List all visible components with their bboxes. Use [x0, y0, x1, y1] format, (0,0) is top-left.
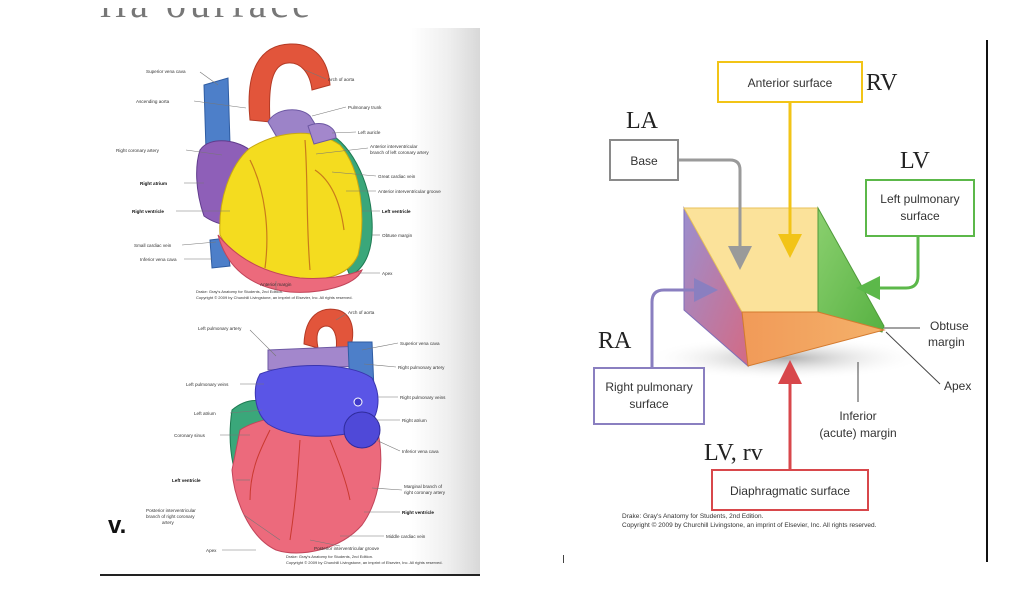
label-ascending-aorta: Ascending aorta [136, 99, 170, 104]
roman-numeral-label: v. [108, 512, 127, 539]
left-pulmonary-text-2: surface [900, 209, 940, 223]
right-pulmonary-arrow [650, 278, 718, 380]
left-pulmonary-text-1: Left pulmonary [880, 192, 959, 206]
label-left-pulmonary-veins: Left pulmonary veins [186, 382, 229, 387]
label-branch-left-coronary: branch of left coronary artery [370, 150, 429, 155]
label-anterior-interventricular-groove: Anterior interventricular groove [378, 189, 441, 194]
label-left-atrium: Left atrium [194, 411, 216, 416]
posterior-credit-line-2: Copyright © 2009 by Churchill Livingston… [286, 560, 443, 565]
label-apex: Apex [382, 271, 393, 276]
label-obtuse-margin: Obtuse margin [382, 233, 413, 238]
label-apex-post: Apex [206, 548, 217, 553]
label-right-coronary-artery: Right coronary artery [116, 148, 160, 153]
coronary-branches [249, 139, 345, 271]
posterior-aortic-arch [303, 308, 354, 351]
label-left-pulmonary-artery: Left pulmonary artery [198, 326, 242, 331]
anterior-credit-line-2: Copyright © 2009 by Churchill Livingston… [196, 295, 353, 300]
left-auricle [307, 123, 337, 145]
anterior-heart-figure: Superior vena cava Ascending aorta Right… [116, 43, 441, 300]
label-rv: RV [866, 70, 898, 96]
tick-mark [563, 555, 564, 563]
posterior-heart-figure: Left pulmonary artery Left pulmonary vei… [146, 308, 446, 565]
posterior-leader-lines [220, 313, 403, 551]
label-right-ventricle-post: Right ventricle [402, 510, 434, 515]
anterior-credit-line-1: Drake: Gray's Anatomy for Students, 2nd … [196, 289, 283, 294]
label-small-cardiac-vein: Small cardiac vein [134, 243, 172, 248]
label-pulmonary-trunk: Pulmonary trunk [348, 105, 382, 110]
label-branch-right-coronary: branch of right coronary [146, 514, 195, 519]
label-right-pulmonary-veins: Right pulmonary veins [400, 395, 446, 400]
label-inferior-vena-cava: Inferior vena cava [140, 257, 177, 262]
posterior-ivc [343, 411, 381, 449]
label-great-cardiac-vein: Great cardiac vein [378, 174, 416, 179]
label-right-atrium: Right atrium [140, 181, 167, 186]
diagram-credit-line-1: Drake: Gray's Anatomy for Students, 2nd … [622, 513, 764, 520]
label-superior-vena-cava: Superior vena cava [146, 69, 186, 74]
label-posterior-interventricular: Posterior interventricular [146, 508, 196, 513]
label-svc-post: Superior vena cava [400, 341, 440, 346]
right-pulmonary-text-1: Right pulmonary [605, 380, 692, 394]
prism-shadow [645, 336, 925, 380]
heart-surfaces-diagram: Anterior surface Base Left pulmonary sur… [593, 61, 975, 529]
pulmonary-vein-dot [353, 397, 363, 407]
anterior-surface-text: Anterior surface [748, 76, 833, 90]
anterior-surface-box [717, 61, 863, 103]
apex-leader [885, 331, 941, 385]
diaphragmatic-box [711, 469, 869, 511]
label-left-auricle: Left auricle [358, 130, 381, 135]
diagram-credit-line-2: Copyright © 2009 by Churchill Livingston… [622, 521, 877, 529]
label-artery: artery [162, 520, 174, 525]
label-right-pulmonary-artery: Right pulmonary artery [398, 365, 445, 370]
aortic-arch [248, 43, 331, 123]
base-arrow [678, 158, 752, 270]
right-pulmonary-text-2: surface [629, 397, 669, 411]
label-right-coronary-artery-post: right coronary artery [404, 490, 446, 495]
posterior-credit-line-1: Drake: Gray's Anatomy for Students, 2nd … [286, 554, 373, 559]
inferior-text-2: (acute) margin [819, 426, 896, 440]
label-right-atrium-post: Right atrium [402, 418, 427, 423]
label-right-ventricle: Right ventricle [132, 209, 164, 214]
base-box [609, 139, 679, 181]
cut-off-heading: lla ourface [100, 8, 340, 32]
label-arch-of-aorta-post: Arch of aorta [348, 310, 375, 315]
right-pulmonary-box [593, 367, 705, 425]
label-coronary-sinus: Coronary sinus [174, 433, 206, 438]
label-posterior-interventricular-groove: Posterior interventricular groove [314, 546, 380, 551]
left-pulmonary-box [865, 179, 975, 237]
left-bottom-rule [100, 574, 480, 576]
label-middle-cardiac-vein: Middle cardiac vein [386, 534, 426, 539]
label-anterior-margin: Anterior margin [260, 282, 292, 287]
label-la: LA [626, 108, 659, 134]
left-pulmonary-arrow [856, 236, 920, 300]
label-left-ventricle: Left ventricle [382, 209, 411, 214]
base-text: Base [630, 154, 658, 168]
diaphragmatic-face [741, 311, 886, 367]
obtuse-text-1: Obtuse [930, 319, 969, 333]
inferior-margin-band [217, 234, 363, 293]
label-ra: RA [598, 328, 632, 354]
label-marginal-branch: Marginal branch of [404, 484, 443, 489]
label-arch-of-aorta: Arch of aorta [328, 77, 355, 82]
label-lv: LV [900, 148, 930, 174]
label-lv-rv: LV, rv [704, 440, 763, 466]
anterior-leader-lines [176, 69, 380, 290]
label-anterior-interventricular: Anterior interventricular [370, 144, 418, 149]
obtuse-text-2: margin [928, 335, 965, 349]
apex-text: Apex [944, 379, 971, 393]
label-left-ventricle-post: Left ventricle [172, 478, 201, 483]
inferior-text-1: Inferior [839, 409, 876, 423]
posterior-vessels [249, 429, 351, 541]
label-ivc-post: Inferior vena cava [402, 449, 439, 454]
right-border-line [986, 40, 988, 562]
diaphragmatic-text: Diaphragmatic surface [730, 484, 850, 498]
